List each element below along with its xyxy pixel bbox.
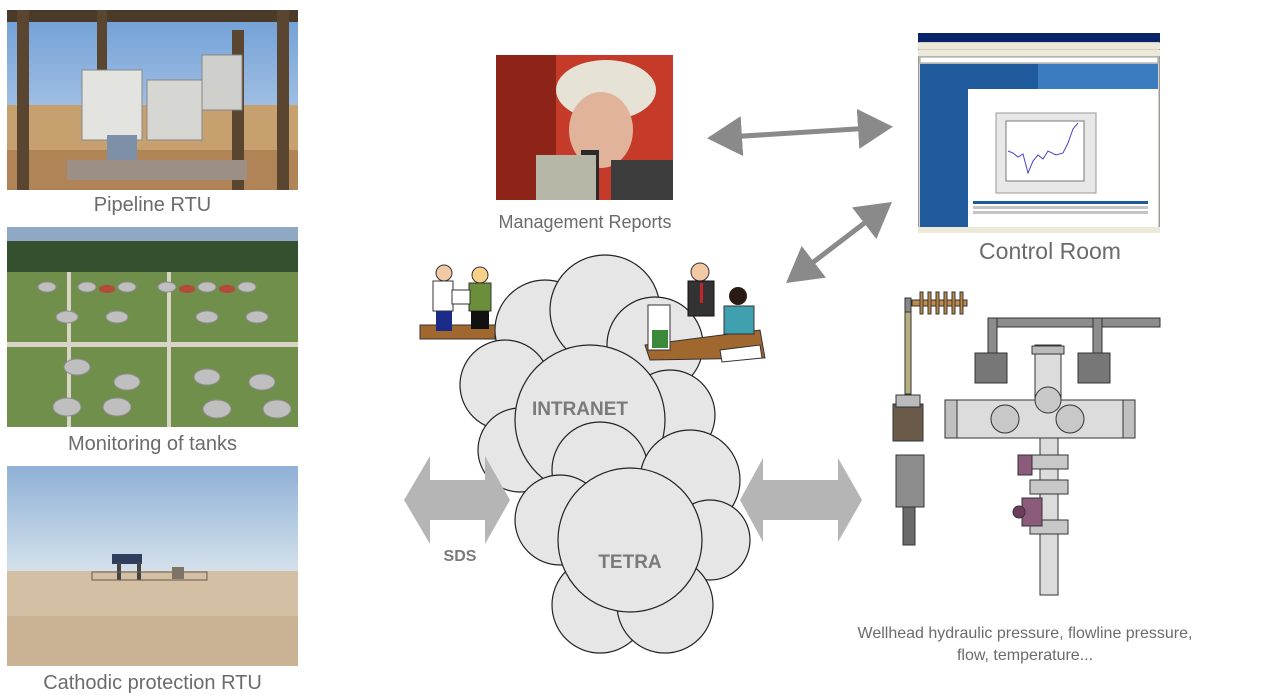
tank-farm-photo xyxy=(7,227,298,427)
cathodic-rtu-caption: Cathodic protection RTU xyxy=(43,672,262,694)
wellhead-caption: Wellhead hydraulic pressure, flowline pr… xyxy=(790,623,1260,667)
monitoring-tanks-caption: Monitoring of tanks xyxy=(68,433,237,455)
control-room-screenshot xyxy=(918,33,1160,233)
reports-control-arrow xyxy=(707,108,893,157)
management-reports-caption: Management Reports xyxy=(498,212,672,232)
wellhead-caption-line2: flow, temperature... xyxy=(956,647,1094,664)
control-room-caption: Control Room xyxy=(979,238,1121,264)
wellhead-illustration xyxy=(892,291,1161,596)
office-workers-right-clipart xyxy=(644,262,766,363)
tetra-label: TETRA xyxy=(598,552,662,573)
intranet-control-arrow xyxy=(786,201,892,284)
sds-arrow xyxy=(404,456,510,544)
wellhead-link-arrow xyxy=(740,458,862,542)
management-reports-photo xyxy=(496,55,673,200)
office-workers-left-clipart xyxy=(419,264,496,340)
sds-label: SDS xyxy=(443,548,477,565)
wellhead-caption-line1: Wellhead hydraulic pressure, flowline pr… xyxy=(857,625,1193,642)
cathodic-rtu-photo xyxy=(7,466,298,666)
intranet-label: INTRANET xyxy=(531,399,629,420)
pipeline-rtu-photo xyxy=(7,10,298,190)
tetra-cloud xyxy=(514,421,751,654)
pipeline-rtu-caption: Pipeline RTU xyxy=(93,194,212,216)
